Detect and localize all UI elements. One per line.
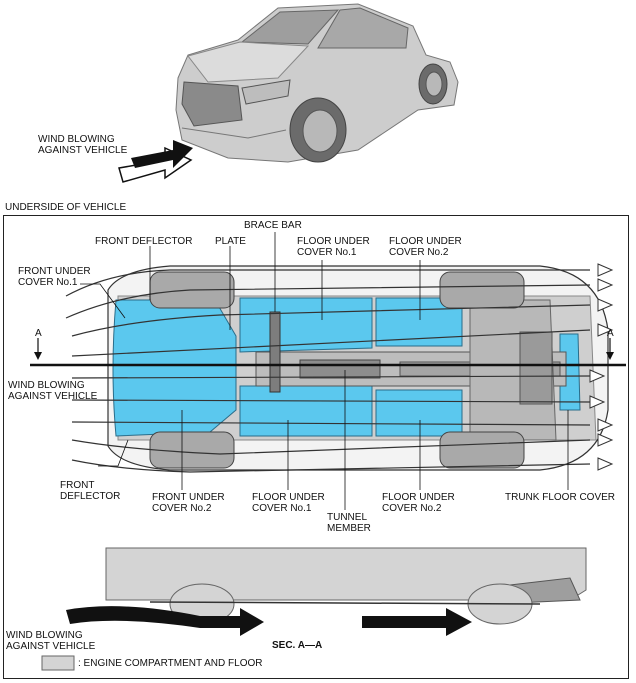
label-section-a-left: A <box>35 328 42 339</box>
legend-text: : ENGINE COMPARTMENT AND FLOOR <box>78 658 263 669</box>
rear-right-tire <box>439 431 525 469</box>
label-plate: PLATE <box>215 236 246 247</box>
underside-frame <box>3 215 629 679</box>
car-illustration <box>175 3 459 163</box>
section-wind-arrow-2 <box>362 608 472 636</box>
section-wind-arrow-1 <box>66 606 264 636</box>
label-trunk-floor-cover: TRUNK FLOOR COVER <box>505 492 616 503</box>
label-section-a-right: A <box>607 328 614 339</box>
front-under-cover <box>112 299 237 437</box>
rear-left-tire <box>439 271 525 309</box>
legend-swatch <box>41 655 75 671</box>
label-front-deflector-top: FRONT DEFLECTOR <box>95 236 193 247</box>
floor-under-cover-2-lower <box>375 389 463 437</box>
label-brace-bar: BRACE BAR <box>244 220 302 231</box>
section-title: SEC. A—A <box>272 640 323 651</box>
wind-arrow-icon <box>118 140 193 183</box>
underside-title: UNDERSIDE OF VEHICLE <box>5 202 127 213</box>
floor-under-cover-1-lower <box>239 385 373 437</box>
